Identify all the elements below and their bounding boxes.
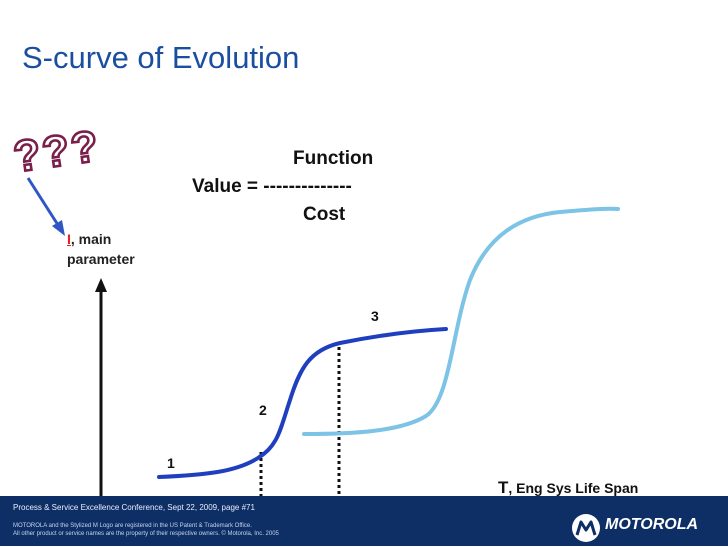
footer-legal-line1: MOTOROLA and the Stylized M Logo are reg… — [13, 523, 252, 529]
s-curve-second — [302, 206, 620, 436]
point-label-3: 3 — [371, 308, 379, 324]
footer-conference: Process & Service Excellence Conference,… — [13, 503, 255, 512]
footer-bar: Process & Service Excellence Conference,… — [0, 496, 728, 546]
parameter-letter: I — [67, 231, 71, 247]
pointer-arrowhead — [52, 220, 65, 236]
parameter-text-line2: parameter — [67, 251, 135, 267]
footer-legal-line2: All other product or service names are t… — [13, 531, 279, 537]
s-curve-first — [157, 327, 448, 479]
formula-denominator: Cost — [303, 204, 346, 225]
parameter-label: I, main parameter — [67, 229, 135, 269]
formula-numerator: Function — [293, 148, 374, 169]
question-marks: ??? — [11, 121, 104, 182]
motorola-logo-icon — [572, 514, 600, 542]
formula-equation-line: Value = -------------- — [192, 176, 352, 197]
brand-wordmark: MOTOROLA — [605, 516, 699, 533]
footer-legal: MOTOROLA and the Stylized M Logo are reg… — [13, 522, 279, 538]
x-axis-text: , Eng Sys Life Span — [508, 480, 639, 496]
x-axis-letter: T — [498, 478, 509, 497]
y-axis-arrowhead — [95, 278, 107, 292]
pointer-arrow — [26, 177, 60, 226]
slide-title: S-curve of Evolution — [22, 40, 300, 75]
parameter-text-line1: , main — [70, 231, 112, 247]
point-label-2: 2 — [259, 402, 267, 418]
point-label-1: 1 — [167, 455, 175, 471]
x-axis-label: T, Eng Sys Life Span — [498, 478, 638, 498]
